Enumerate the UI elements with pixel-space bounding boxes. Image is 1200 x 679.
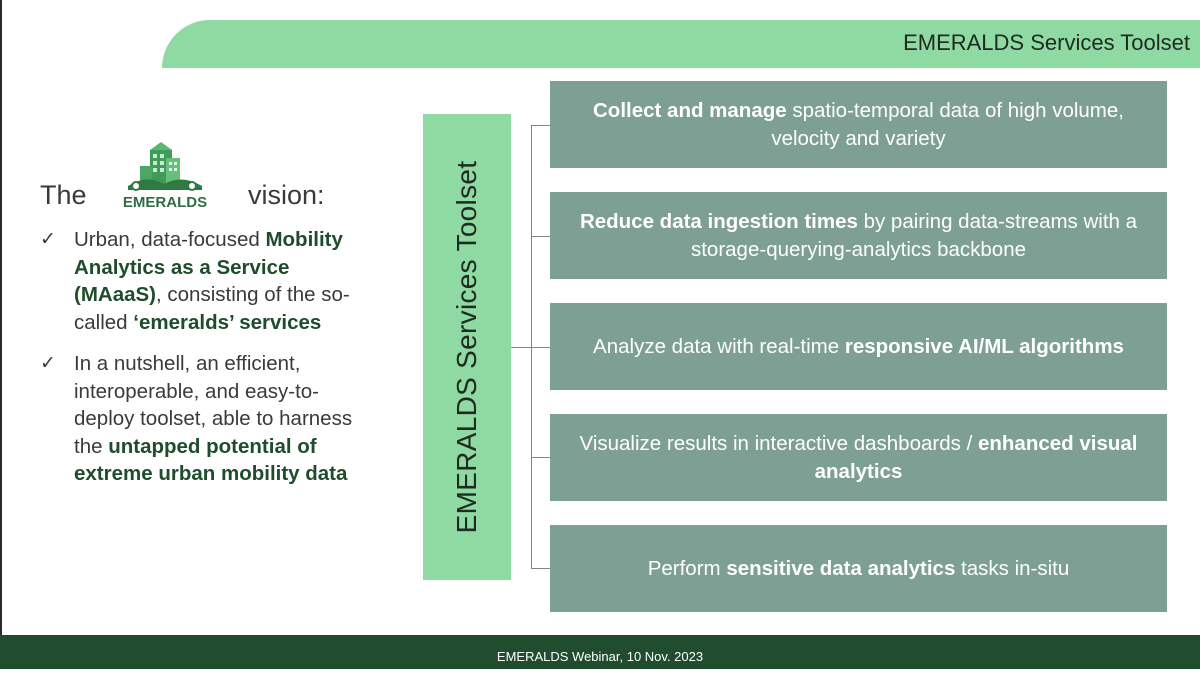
vision-prefix: The [40, 180, 87, 210]
vision-heading: The vision: [40, 180, 370, 210]
check-icon: ✓ [40, 353, 56, 374]
connector-branch [531, 457, 550, 458]
footer-bar: EMERALDS Webinar, 10 Nov. 2023 [0, 635, 1200, 669]
connector-branch [531, 125, 550, 126]
service-box-visualize: Visualize results in interactive dashboa… [550, 414, 1167, 501]
svg-text:EMERALDS: EMERALDS [123, 194, 207, 211]
connector-branch [531, 236, 550, 237]
service-box-sensitive: Perform sensitive data analytics tasks i… [550, 525, 1167, 612]
vision-bullet-list: ✓ Urban, data-focused Mobility Analytics… [40, 226, 360, 488]
header-title: EMERALDS Services Toolset [903, 30, 1190, 55]
service-box-collect: Collect and manage spatio-temporal data … [550, 81, 1167, 168]
left-edge-line [0, 0, 2, 640]
check-icon: ✓ [40, 229, 56, 250]
vision-suffix: vision: [248, 180, 325, 210]
connector-branch [531, 347, 550, 348]
header-banner: EMERALDS Services Toolset [162, 20, 1200, 68]
connector-branch [531, 568, 550, 569]
toolset-label-box: EMERALDS Services Toolset [423, 114, 511, 580]
footer-text: EMERALDS Webinar, 10 Nov. 2023 [496, 649, 704, 664]
emeralds-logo: EMERALDS [123, 142, 207, 211]
city-icon [128, 142, 202, 191]
connector-vertical [531, 125, 532, 568]
connector-horizontal-main [511, 347, 531, 348]
service-box-analyze: Analyze data with real-time responsive A… [550, 303, 1167, 390]
service-box-ingestion: Reduce data ingestion times by pairing d… [550, 192, 1167, 279]
toolset-label: EMERALDS Services Toolset [451, 160, 482, 534]
vision-bullet: ✓ In a nutshell, an efficient, interoper… [40, 352, 353, 485]
vision-bullet: ✓ Urban, data-focused Mobility Analytics… [40, 228, 350, 334]
